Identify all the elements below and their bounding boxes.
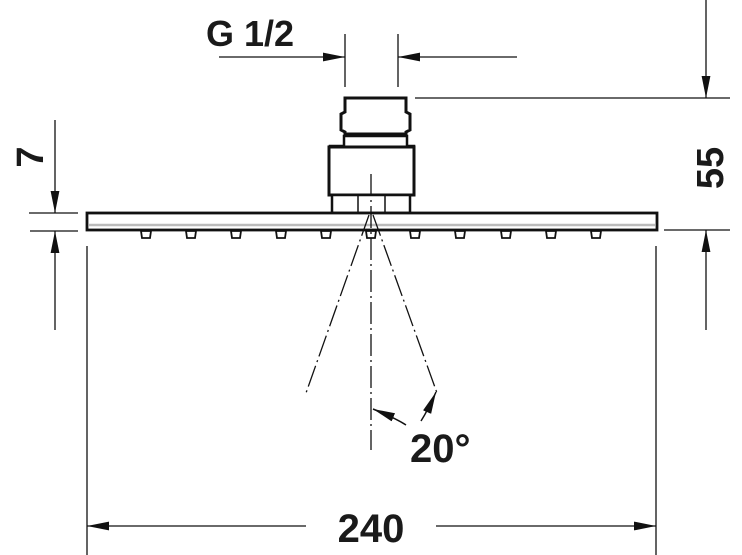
nozzle	[139, 230, 153, 239]
nozzle	[544, 230, 558, 239]
plate-thickness-dimension: 7	[10, 120, 78, 330]
width-label: 240	[338, 507, 405, 551]
height-dimension: 55	[415, 0, 732, 330]
nozzle	[274, 230, 288, 239]
nozzle	[229, 230, 243, 239]
nozzle	[184, 230, 198, 239]
spray-cone	[305, 174, 438, 450]
thickness-label: 7	[10, 146, 52, 167]
height-label: 55	[690, 147, 732, 189]
nozzle	[453, 230, 467, 239]
thread-label: G 1/2	[206, 13, 294, 54]
nozzles	[139, 230, 603, 239]
shower-plate	[85, 211, 659, 232]
thread-dimension: G 1/2	[206, 13, 517, 87]
nozzle	[319, 230, 333, 239]
connector	[327, 96, 416, 215]
nozzle	[499, 230, 513, 239]
angle-label: 20°	[410, 427, 471, 471]
width-dimension: 240	[86, 246, 657, 555]
angle-dimension	[372, 391, 437, 426]
nozzle	[364, 230, 378, 239]
nozzle	[408, 230, 422, 239]
nozzle	[589, 230, 603, 239]
